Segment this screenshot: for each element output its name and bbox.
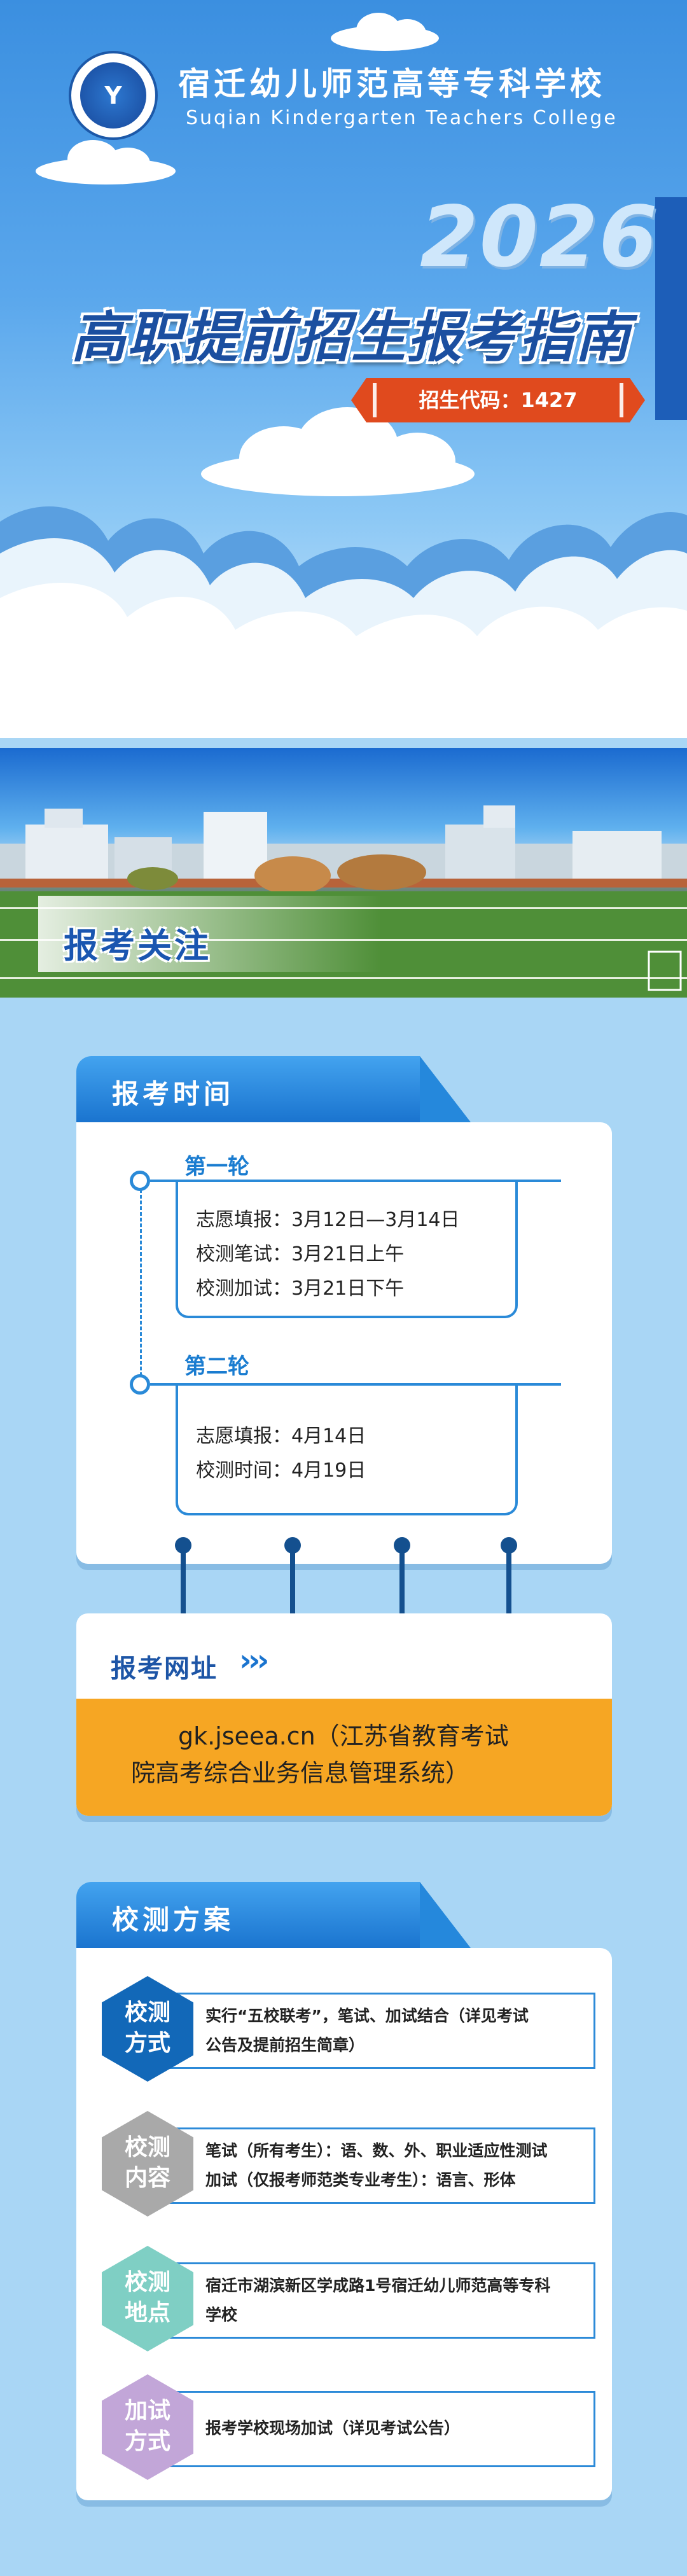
round-item: 志愿填报：4月14日 bbox=[196, 1425, 366, 1447]
plan-item-location: 宿迁市湖滨新区学成路1号宿迁幼儿师范高等专科 学校 bbox=[165, 2262, 595, 2339]
side-accent-bar bbox=[655, 197, 687, 420]
exam-url-card: 报考网址 ››› gk.jseea.cn（江苏省教育考试 院高考综合业务信息管理… bbox=[76, 1613, 612, 1816]
page-title: 高职提前招生报考指南 bbox=[71, 306, 631, 370]
tab-exam-time-label: 报考时间 bbox=[112, 1078, 235, 1110]
exam-time-card: 第一轮 志愿填报：3月12日—3月14日 校测笔试：3月21日上午 校测加试：3… bbox=[76, 1122, 612, 1564]
hex-badge-extra-test: 加试 方式 bbox=[102, 2374, 193, 2480]
round-box: 志愿填报：3月12日—3月14日 校测笔试：3月21日上午 校测加试：3月21日… bbox=[176, 1182, 518, 1318]
cloud-top bbox=[331, 13, 439, 51]
plan-item-text: 实行“五校联考”，笔试、加试结合（详见考试 bbox=[205, 2007, 529, 2025]
url-section-title: 报考网址 bbox=[111, 1654, 218, 1683]
school-name-cn: 宿迁幼儿师范高等专科学校 bbox=[178, 65, 606, 102]
plan-item-text: 学校 bbox=[205, 2306, 238, 2324]
hero-banner: Y 宿迁幼儿师范高等专科学校 Suqian Kindergarten Teach… bbox=[0, 0, 687, 738]
logo-emblem-icon: Y bbox=[104, 81, 122, 109]
campus-photo-banner: 报考关注 bbox=[0, 748, 687, 998]
round-item: 校测加试：3月21日下午 bbox=[196, 1278, 405, 1300]
tab-test-plan-label: 校测方案 bbox=[112, 1904, 235, 1935]
plan-item-method: 实行“五校联考”，笔试、加试结合（详见考试 公告及提前招生简章） bbox=[165, 1993, 595, 2069]
plan-item-text: 加试（仅报考师范类专业考生）：语言、形体 bbox=[205, 2171, 516, 2189]
round-item: 志愿填报：3月12日—3月14日 bbox=[196, 1209, 460, 1231]
url-box[interactable]: gk.jseea.cn（江苏省教育考试 院高考综合业务信息管理系统） bbox=[76, 1699, 612, 1816]
campus-scene-image bbox=[0, 805, 687, 998]
plan-item-text: 笔试（所有考生）：语、数、外、职业适应性测试 bbox=[205, 2141, 548, 2160]
round-title: 第二轮 bbox=[184, 1354, 249, 1379]
cloud-left bbox=[36, 140, 176, 184]
test-plan-card: 实行“五校联考”，笔试、加试结合（详见考试 公告及提前招生简章） 校测 方式 笔… bbox=[76, 1948, 612, 2500]
round-item: 校测时间：4月19日 bbox=[196, 1459, 366, 1482]
hex-badge-content: 校测 内容 bbox=[102, 2111, 193, 2217]
plan-item-extra-test: 报考学校现场加试（详见考试公告） bbox=[165, 2391, 595, 2467]
school-name-en: Suqian Kindergarten Teachers College bbox=[186, 107, 618, 129]
plan-item-text: 宿迁市湖滨新区学成路1号宿迁幼儿师范高等专科 bbox=[205, 2276, 551, 2295]
hex-badge-location: 校测 地点 bbox=[102, 2246, 193, 2351]
school-logo: Y bbox=[69, 51, 158, 140]
url-line-2: 院高考综合业务信息管理系统） bbox=[131, 1759, 470, 1787]
tab-test-plan: 校测方案 bbox=[76, 1882, 420, 1948]
cloud-center bbox=[201, 407, 475, 496]
round-marker-icon bbox=[130, 1171, 150, 1191]
round-box: 志愿填报：4月14日 校测时间：4月19日 bbox=[176, 1386, 518, 1515]
url-line-1: gk.jseea.cn（江苏省教育考试 bbox=[178, 1722, 509, 1750]
cloud-bank bbox=[0, 506, 687, 738]
year-label: 2026 bbox=[420, 188, 659, 286]
section-label-focus: 报考关注 bbox=[64, 926, 211, 966]
enroll-code-badge: 招生代码：1427 bbox=[351, 378, 645, 422]
plan-item-text: 报考学校现场加试（详见考试公告） bbox=[205, 2419, 461, 2437]
tab-exam-time: 报考时间 bbox=[76, 1056, 420, 1122]
plan-item-text: 公告及提前招生简章） bbox=[205, 2036, 365, 2054]
enroll-code-text: 招生代码：1427 bbox=[419, 388, 578, 412]
plan-item-content: 笔试（所有考生）：语、数、外、职业适应性测试 加试（仅报考师范类专业考生）：语言… bbox=[165, 2127, 595, 2204]
double-chevron-icon: ››› bbox=[239, 1643, 269, 1678]
hex-badge-method: 校测 方式 bbox=[102, 1976, 193, 2082]
round-marker-icon bbox=[130, 1374, 150, 1395]
round-item: 校测笔试：3月21日上午 bbox=[196, 1243, 405, 1265]
round-title: 第一轮 bbox=[184, 1154, 249, 1180]
